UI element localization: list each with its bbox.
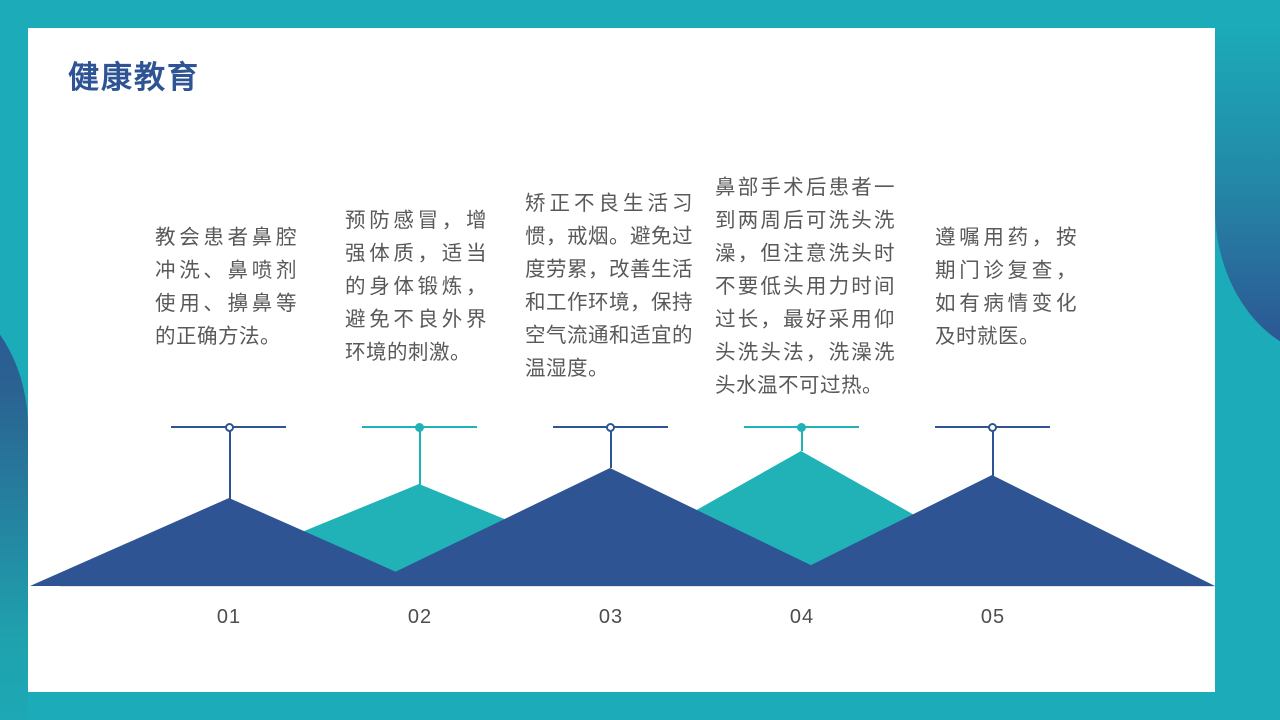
marker-stem-04 xyxy=(801,427,803,451)
marker-node-05[interactable] xyxy=(988,423,997,432)
mountain-blue-01 xyxy=(30,498,428,586)
step-text-04: 鼻部手术后患者一到两周后可洗头洗澡，但注意洗头时不要低头用力时间过长，最好采用仰… xyxy=(715,177,895,397)
mountain-blue-03 xyxy=(366,468,854,586)
marker-node-01[interactable] xyxy=(225,423,234,432)
step-number-05: 05 xyxy=(980,606,1006,628)
marker-node-02[interactable] xyxy=(415,423,424,432)
marker-stem-03 xyxy=(610,427,612,468)
page-title: 健康教育 xyxy=(68,60,200,95)
mountain-range-graphic xyxy=(30,451,1215,586)
top-border-band xyxy=(0,0,1280,28)
marker-stem-05 xyxy=(992,427,994,497)
step-text-05: 遵嘱用药，按期门诊复查，如有病情变化及时就医。 xyxy=(935,227,1077,348)
step-text-03: 矫正不良生活习惯，戒烟。避免过度劳累，改善生活和工作环境，保持空气流通和适宜的温… xyxy=(525,193,693,380)
step-text-01: 教会患者鼻腔冲洗、鼻喷剂使用、擤鼻等的正确方法。 xyxy=(155,227,297,348)
step-number-03: 03 xyxy=(598,606,624,628)
mountain-baseline xyxy=(60,586,1215,587)
marker-node-03[interactable] xyxy=(606,423,615,432)
step-number-04: 04 xyxy=(789,606,815,628)
mountain-blue-05 xyxy=(769,475,1215,586)
step-text-02: 预防感冒，增强体质，适当的身体锻炼，避免不良外界环境的刺激。 xyxy=(345,210,487,364)
marker-stem-01 xyxy=(229,427,231,522)
step-number-02: 02 xyxy=(407,606,433,628)
bottom-border-band xyxy=(0,692,1280,720)
marker-stem-02 xyxy=(419,427,421,488)
step-number-01: 01 xyxy=(216,606,242,628)
marker-node-04[interactable] xyxy=(797,423,806,432)
